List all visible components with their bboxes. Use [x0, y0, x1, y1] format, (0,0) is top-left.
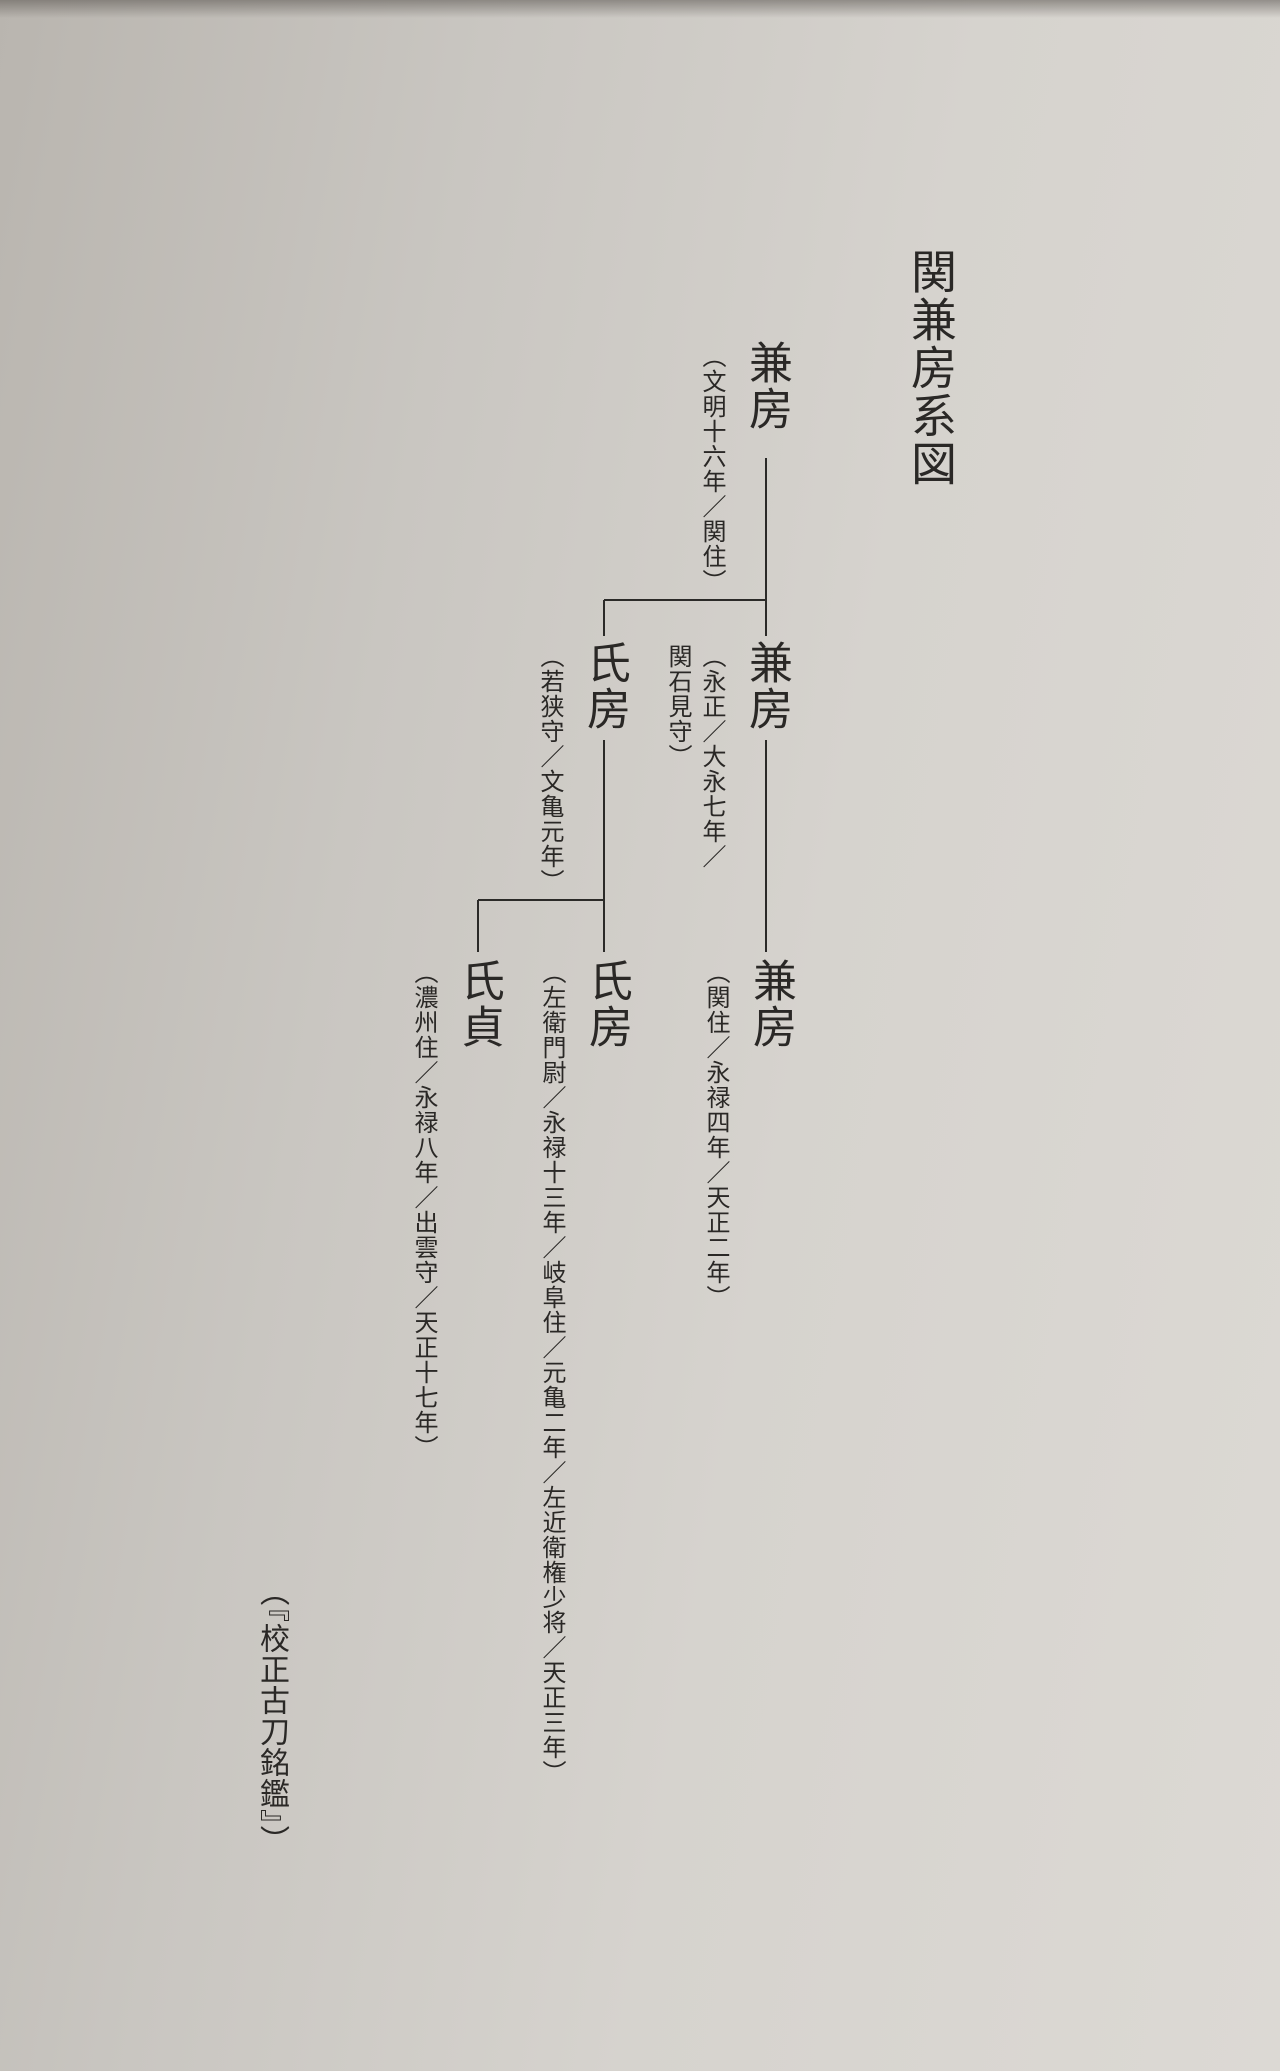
- person-note-kanefusa-3: （関住／永禄四年／天正二年）: [702, 960, 730, 1310]
- source-citation: （『校正古刀銘鑑』）: [254, 1576, 289, 1856]
- person-note-ujifusa-2: （左衛門尉／永禄十三年／岐阜住／元亀二年／左近衛権少将／天正三年）: [538, 960, 566, 1785]
- person-name-kanefusa-2: 兼房: [741, 640, 792, 732]
- person-note-ujisada: （濃州住／永禄八年／出雲守／天正十七年）: [410, 960, 438, 1460]
- page-title: 関兼房系図: [904, 248, 958, 488]
- person-note-kanefusa-1: （文明十六年／関住）: [698, 344, 726, 594]
- person-note-ujifusa-1: （若狭守／文亀元年）: [536, 644, 564, 894]
- person-name-ujifusa-1: 氏房: [579, 640, 630, 732]
- page-edge-shadow: [0, 0, 1280, 18]
- person-name-kanefusa-1: 兼房: [741, 340, 792, 432]
- person-name-kanefusa-3: 兼房: [745, 958, 796, 1050]
- person-note-kanefusa-2b: 関石見守）: [664, 644, 692, 769]
- person-name-ujisada: 氏貞: [453, 958, 504, 1050]
- person-note-kanefusa-2: （永正／大永七年／: [698, 644, 726, 869]
- person-name-ujifusa-2: 氏房: [581, 958, 632, 1050]
